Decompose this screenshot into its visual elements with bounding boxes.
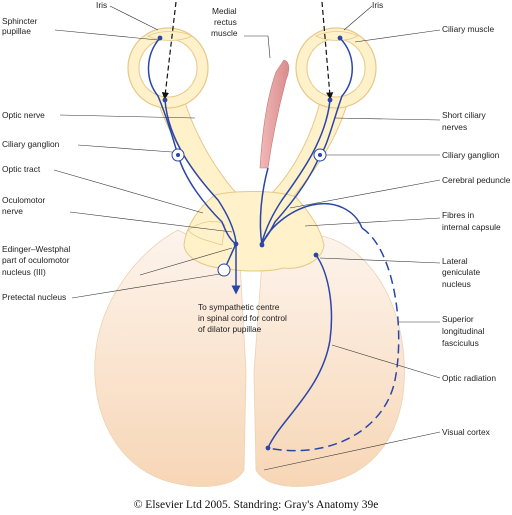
node-right-iris bbox=[337, 35, 343, 41]
leader-optic-radiation bbox=[331, 344, 441, 379]
leader-medial-rectus-down bbox=[267, 35, 271, 59]
right-ciliary-ganglion-dot bbox=[318, 153, 322, 157]
cerebral-hemispheres bbox=[94, 229, 405, 487]
label-sympathetic-3: of dilator pupillae bbox=[198, 324, 262, 334]
label-visual-cortex: Visual cortex bbox=[442, 427, 491, 437]
node-right-retina bbox=[327, 97, 333, 103]
label-edinger-2: part of oculomotor bbox=[2, 255, 70, 265]
label-iris-right: Iris bbox=[372, 0, 383, 10]
label-ciliary-muscle: Ciliary muscle bbox=[442, 24, 494, 34]
medial-rectus-innervation bbox=[259, 167, 269, 246]
label-short-ciliary-2: nerves bbox=[442, 122, 467, 132]
leader-edinger bbox=[139, 247, 233, 276]
label-fibres-1: Fibres in bbox=[442, 210, 474, 220]
label-edinger-3: nucleus (III) bbox=[2, 267, 46, 277]
label-superior-2: longitudinal bbox=[442, 326, 485, 336]
label-optic-tract: Optic tract bbox=[2, 164, 41, 174]
left-ciliary-ganglion-dot bbox=[176, 153, 180, 157]
leader-pretectal bbox=[71, 273, 221, 299]
leader-iris-right bbox=[343, 5, 373, 31]
right-eye-chamber bbox=[306, 38, 366, 98]
leader-fibres-capsule bbox=[304, 217, 441, 227]
leader-sphincter bbox=[54, 29, 159, 41]
node-edinger-westphal bbox=[233, 241, 239, 247]
leader-cerebral-peduncle bbox=[289, 179, 441, 209]
label-optic-radiation: Optic radiation bbox=[442, 373, 496, 383]
leader-ciliary-ganglion-left bbox=[77, 144, 173, 153]
midbrain bbox=[183, 191, 325, 272]
label-short-ciliary-1: Short ciliary bbox=[442, 110, 487, 120]
leader-iris-left bbox=[109, 5, 159, 31]
label-pretectal: Pretectal nucleus bbox=[2, 292, 66, 302]
label-medial-1: Medial bbox=[212, 6, 237, 16]
left-afferent-pathway bbox=[164, 99, 237, 243]
superior-longitudinal-fasciculus bbox=[267, 227, 400, 452]
label-sphincter-1: Sphincter bbox=[2, 16, 38, 26]
label-oculomotor-2: nerve bbox=[2, 206, 23, 216]
left-optic-tract bbox=[187, 220, 226, 246]
label-medial-3: muscle bbox=[211, 28, 238, 38]
node-edinger-westphal-right bbox=[259, 242, 265, 248]
node-lateral-geniculate bbox=[313, 252, 319, 258]
leader-optic-nerve bbox=[59, 114, 196, 119]
labels: Iris Sphincter pupillae Medial rectus mu… bbox=[2, 0, 511, 437]
label-ciliary-ganglion-right: Ciliary ganglion bbox=[442, 150, 500, 160]
neural-pathways bbox=[147, 35, 400, 452]
label-sympathetic-2: in spinal cord for control bbox=[198, 313, 287, 323]
leader-lines bbox=[53, 5, 441, 471]
medial-rectus-muscle bbox=[259, 59, 290, 169]
pretectal-nucleus-ring bbox=[217, 263, 231, 277]
label-sympathetic-1: To sympathetic centre bbox=[198, 302, 280, 312]
label-edinger-1: Edinger–Westphal bbox=[2, 244, 70, 254]
label-superior-3: fasciculus bbox=[442, 338, 479, 348]
leader-oculomotor bbox=[69, 211, 233, 233]
brainstem-and-eyes bbox=[127, 27, 377, 272]
label-lateral-3: nucleus bbox=[442, 279, 471, 289]
node-left-iris bbox=[157, 35, 163, 41]
label-cerebral-peduncle: Cerebral peduncle bbox=[442, 175, 511, 185]
left-hemisphere bbox=[94, 229, 247, 487]
label-sphincter-2: pupillae bbox=[2, 26, 31, 36]
left-optic-nerve-sheath bbox=[154, 91, 239, 209]
optic-radiation-path bbox=[267, 254, 333, 449]
right-lens bbox=[315, 31, 359, 41]
label-oculomotor-1: Oculomotor bbox=[2, 195, 45, 205]
label-superior-1: Superior bbox=[442, 314, 474, 324]
right-afferent-pathway bbox=[261, 99, 331, 243]
cortical-loop bbox=[261, 203, 363, 246]
node-left-retina bbox=[162, 97, 168, 103]
label-lateral-2: geniculate bbox=[442, 267, 481, 277]
label-optic-nerve: Optic nerve bbox=[2, 110, 45, 120]
leader-visual-cortex bbox=[263, 431, 441, 471]
label-iris-left: Iris bbox=[96, 0, 107, 10]
right-hemisphere bbox=[253, 234, 405, 487]
label-ciliary-ganglion-left: Ciliary ganglion bbox=[2, 139, 60, 149]
label-fibres-2: internal capsule bbox=[442, 222, 501, 232]
label-medial-2: rectus bbox=[214, 17, 237, 27]
copyright-caption: © Elsevier Ltd 2005. Standring: Gray's A… bbox=[134, 499, 379, 511]
node-visual-cortex bbox=[265, 445, 271, 451]
leader-optic-tract bbox=[53, 169, 204, 214]
leader-lateral-geniculate bbox=[319, 257, 441, 264]
leader-ciliary-muscle bbox=[354, 29, 441, 43]
leader-short-ciliary bbox=[334, 117, 441, 121]
label-lateral-1: Lateral bbox=[442, 256, 468, 266]
